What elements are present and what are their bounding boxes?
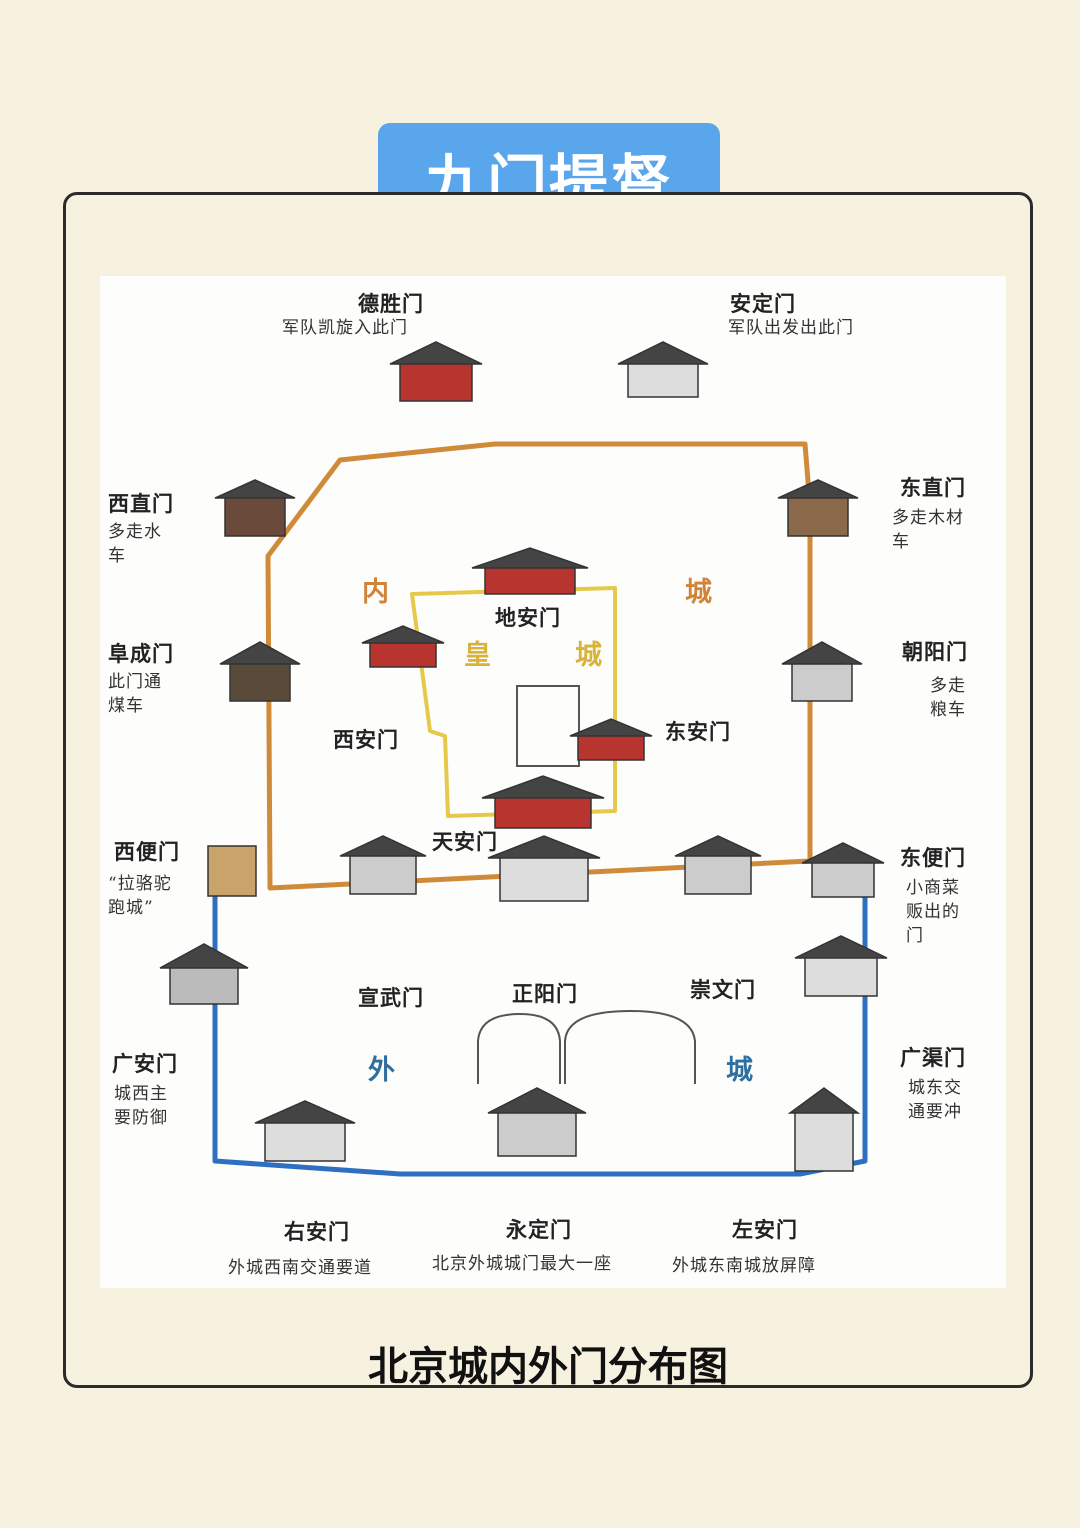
gate-xibianmen-note: “拉骆驼 跑城” [108,874,172,918]
gate-tiananmen-name: 天安门 [432,829,498,854]
gate-tower-glyphs [159,341,888,1172]
gate-guangqumen-note: 城东交 通要冲 [908,1078,962,1122]
gate-zuoanmen-note: 外城东南城放屏障 [672,1256,816,1276]
imperial-city-label-left: 皇 [464,640,491,671]
gate-yongdingmen-note: 北京外城城门最大一座 [432,1254,612,1274]
inner-city-label-left: 内 [362,577,389,608]
zhengyangmen-tower [487,835,601,902]
gate-chaoyangmen-name: 朝阳门 [902,639,968,664]
zuoanmen-tower [787,1087,861,1172]
zhengyangmen-arch-left [477,1012,561,1084]
gate-fuchengmen-note: 此门通 煤车 [108,672,162,716]
diagram-caption: 北京城内外门分布图 [368,1344,728,1390]
yongdingmen-tower [487,1087,587,1157]
map-walls [159,341,888,1177]
city-gate-map: 内 城 皇 城 外 城 德胜门 军队凯旋入此门 安定门 军队出发出此门 西直门 … [100,276,1006,1288]
xizhimen-tower [214,479,296,537]
gate-xizhimen-note: 多走水 车 [108,522,162,566]
gate-andingmen-name: 安定门 [730,291,796,316]
gate-deshengmen-name: 德胜门 [358,291,424,316]
andingmen-tower [617,341,709,398]
chongwenmen-tower [674,835,762,895]
gate-xuanwumen-name: 宣武门 [358,985,424,1010]
xibianmen-tower [207,845,257,897]
outer-city-label-right: 城 [726,1055,753,1086]
gate-dongzhimen-name: 东直门 [900,475,966,500]
chaoyangmen-tower [781,641,863,702]
deshengmen-tower [389,341,483,402]
gate-guanganmen-note: 城西主 要防御 [114,1084,168,1128]
gate-chongwenmen-name: 崇文门 [690,977,756,1002]
tiananmen-tower [481,775,605,829]
gate-yongdingmen-name: 永定门 [506,1217,572,1242]
gate-zuoanmen-name: 左安门 [732,1217,798,1242]
zhengyangmen-arch-right [564,1009,696,1084]
gate-donganmen-name: 东安门 [665,719,731,744]
imperial-city-wall [410,586,617,818]
donganmen-tower [569,718,653,761]
gate-dongbianmen-name: 东便门 [900,845,966,870]
gate-chaoyangmen-note: 多走 粮车 [930,676,966,720]
xianmen-tower [361,625,445,668]
gate-dianmen-name: 地安门 [495,605,561,630]
youanmen-tower [254,1100,356,1162]
gate-xibianmen-name: 西便门 [114,839,180,864]
gate-dongbianmen-note: 小商菜 贩出的 门 [906,878,960,946]
gate-andingmen-note: 军队出发出此门 [728,318,854,338]
forbidden-city [516,685,580,767]
xuanwumen-tower [339,835,427,895]
gate-fuchengmen-name: 阜成门 [108,641,174,666]
gate-guangqumen-name: 广渠门 [900,1045,966,1070]
guangqumen-tower [794,935,888,997]
outer-city-label-left: 外 [368,1055,395,1086]
gate-youanmen-note: 外城西南交通要道 [228,1258,372,1278]
imperial-city-label-right: 城 [575,640,602,671]
inner-city-label-right: 城 [685,577,712,608]
guanganmen-tower [159,943,249,1005]
gate-xianmen-name: 西安门 [333,727,399,752]
dongzhimen-tower [777,479,859,537]
gate-zhengyangmen-name: 正阳门 [512,981,578,1006]
gate-guanganmen-name: 广安门 [112,1051,178,1076]
outer-city-wall [212,888,868,1177]
gate-dongzhimen-note: 多走木材 车 [892,508,964,552]
gate-deshengmen-note: 军队凯旋入此门 [282,318,408,338]
fuchengmen-tower [219,641,301,702]
dianmen-tower [471,547,589,595]
gate-xizhimen-name: 西直门 [108,491,174,516]
dongbianmen-tower [801,842,885,898]
gate-youanmen-name: 右安门 [284,1219,350,1244]
